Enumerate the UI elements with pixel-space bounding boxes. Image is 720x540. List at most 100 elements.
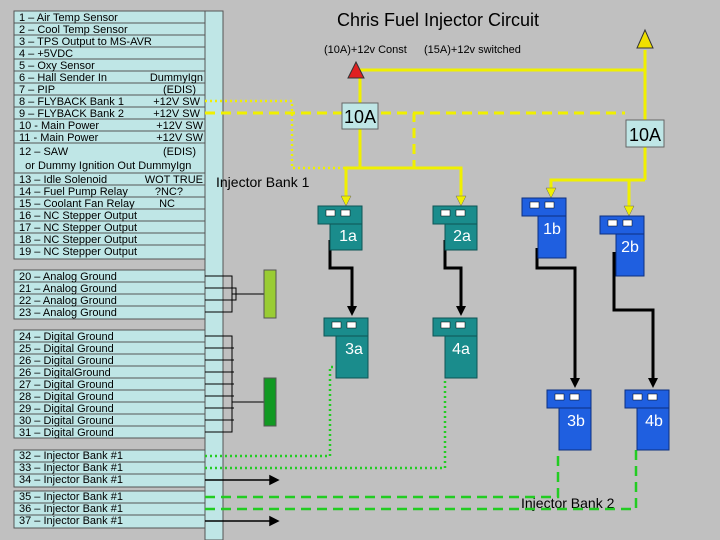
pin-label: 19 – NC Stepper Output [19, 246, 137, 258]
injector-1a: 1a [317, 205, 363, 251]
pin-function: WOT TRUE [145, 174, 203, 186]
pin-label: 11 - Main Power [19, 132, 99, 144]
pin-group-box-inj1 [13, 449, 206, 488]
pin-label: 7 – PIP [19, 84, 55, 96]
black-output-arrows [205, 474, 280, 527]
pin-label: 29 – Digital Ground [19, 403, 114, 415]
pin-label: 17 – NC Stepper Output [19, 222, 137, 234]
pin-labels-digital: 24 – Digital Ground 25 – Digital Ground … [19, 331, 114, 439]
bank1-signal-wiring [205, 365, 447, 470]
injector-label: 4b [645, 413, 663, 430]
pin-function: +12V SW [156, 120, 203, 132]
pin-label: 8 – FLYBACK Bank 1 [19, 96, 124, 108]
injector-label: 2b [621, 239, 639, 256]
bank2-label: Injector Bank 2 [521, 495, 615, 511]
power-arrowheads [340, 187, 635, 217]
pin-function: NC [159, 198, 175, 210]
pin-label: 24 – Digital Ground [19, 331, 114, 343]
pin-label: 35 – Injector Bank #1 [19, 491, 123, 503]
pin-row-separators [14, 22, 205, 516]
pin-label: 9 – FLYBACK Bank 2 [19, 108, 124, 120]
pin-label: 16 – NC Stepper Output [19, 210, 137, 222]
injector-2b: 2b [599, 215, 645, 277]
pin-label: 28 – Digital Ground [19, 391, 114, 403]
injector-label: 2a [453, 228, 471, 245]
pin-label: 2 – Cool Temp Sensor [19, 24, 128, 36]
pin-function: ?NC? [155, 186, 183, 198]
fuse-switched [625, 119, 665, 148]
pin-labels-injectors: 32 – Injector Bank #1 33 – Injector Bank… [19, 450, 123, 527]
pin-label: 30 – Digital Ground [19, 415, 114, 427]
pin-group-box-upper [13, 10, 206, 260]
fuse-label: 10A [344, 107, 376, 127]
const-power-label: (10A)+12v Const [324, 44, 407, 56]
pin-label: 26 – DigitalGround [19, 367, 111, 379]
pin-label: 5 – Oxy Sensor [19, 60, 95, 72]
pin-label: 15 – Coolant Fan Relay [19, 198, 135, 210]
digital-ground-wires [205, 335, 264, 433]
pin-label: or Dummy Ignition Out DummyIgn [19, 160, 191, 172]
pin-labels-upper: 1 – Air Temp Sensor 2 – Cool Temp Sensor… [19, 12, 204, 258]
pin-label: 36 – Injector Bank #1 [19, 503, 123, 515]
pin-label: 34 – Injector Bank #1 [19, 474, 123, 486]
pin-label: 32 – Injector Bank #1 [19, 450, 123, 462]
pin-label: 26 – Digital Ground [19, 355, 114, 367]
injector-label: 4a [452, 341, 470, 358]
bank2-signal-wiring [205, 450, 638, 511]
injector-3a: 3a [323, 317, 369, 379]
pin-label: 13 – Idle Solenoid [19, 174, 107, 186]
bank1-label: Injector Bank 1 [216, 174, 310, 190]
injector-4a: 4a [432, 317, 478, 379]
injector-label: 1a [339, 228, 357, 245]
fuse-label: 10A [629, 125, 661, 145]
injector-2a: 2a [432, 205, 478, 251]
analog-ground-block [263, 269, 277, 319]
injector-label: 3a [345, 341, 363, 358]
fuse-const [341, 102, 379, 130]
injector-3b: 3b [546, 389, 592, 451]
pin-function: DummyIgn [150, 72, 203, 84]
pin-labels-analog: 20 – Analog Ground 21 – Analog Ground 22… [19, 271, 117, 319]
pin-label: 20 – Analog Ground [19, 271, 117, 283]
flyback-dotted-wiring [205, 99, 345, 170]
page-title: Chris Fuel Injector Circuit [337, 10, 539, 30]
pin-label: 1 – Air Temp Sensor [19, 12, 118, 24]
pin-label: 27 – Digital Ground [19, 379, 114, 391]
pin-group-box-digital [13, 329, 206, 439]
injector-pair-wires [328, 240, 655, 380]
pin-label: 37 – Injector Bank #1 [19, 515, 123, 527]
injector-label: 3b [567, 413, 585, 430]
pin-label: 21 – Analog Ground [19, 283, 117, 295]
pin-label: 23 – Analog Ground [19, 307, 117, 319]
switched-power-label: (15A)+12v switched [424, 44, 521, 56]
pin-label: 3 – TPS Output to MS-AVR [19, 36, 152, 48]
pin-label: 18 – NC Stepper Output [19, 234, 137, 246]
pin-label: 25 – Digital Ground [19, 343, 114, 355]
injector-wire-arrowheads [347, 306, 658, 388]
pin-label: 10 - Main Power [19, 120, 99, 132]
pin-label: 6 – Hall Sender In [19, 72, 107, 84]
const-power-arrow-icon [347, 60, 365, 79]
pin-label: 12 – SAW [19, 146, 69, 158]
pin-function: (EDIS) [163, 84, 196, 96]
pin-function: +12V SW [153, 108, 200, 120]
pin-function: +12V SW [153, 96, 200, 108]
pin-label: 14 – Fuel Pump Relay [19, 186, 128, 198]
pin-function: +12V SW [156, 132, 203, 144]
pin-label: 4 – +5VDC [19, 48, 73, 60]
pin-label: 22 – Analog Ground [19, 295, 117, 307]
analog-ground-wires [205, 275, 264, 313]
digital-ground-block [263, 377, 277, 427]
pin-group-box-inj2 [13, 490, 206, 529]
pin-function: (EDIS) [163, 146, 196, 158]
switched-power-arrow-icon [636, 28, 654, 49]
injector-1b: 1b [521, 197, 567, 259]
switched-power-wiring [344, 50, 647, 208]
pin-label: 33 – Injector Bank #1 [19, 462, 123, 474]
injector-4b: 4b [624, 389, 670, 451]
pin-label: 31 – Digital Ground [19, 427, 114, 439]
flyback-wiring [205, 111, 625, 170]
injector-label: 1b [543, 221, 561, 238]
